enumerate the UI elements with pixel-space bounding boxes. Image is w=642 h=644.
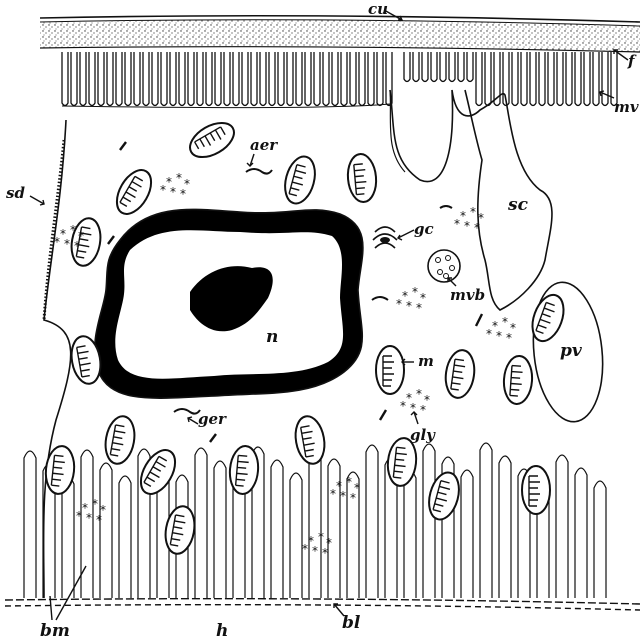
svg-text:*: * — [496, 329, 502, 343]
cuticle-layer — [40, 16, 640, 52]
svg-text:*: * — [318, 530, 324, 544]
svg-text:*: * — [412, 285, 418, 299]
svg-text:*: * — [92, 497, 98, 511]
label-bm: bm — [40, 621, 70, 641]
multivesicular-body — [428, 250, 460, 282]
label-mvb: mvb — [450, 286, 485, 304]
label-sd: sd — [6, 184, 25, 202]
golgi-complex — [373, 227, 397, 248]
svg-text:*: * — [470, 205, 476, 219]
label-f: f — [627, 52, 637, 70]
svg-text:*: * — [340, 489, 346, 503]
svg-text:*: * — [176, 171, 182, 185]
svg-text:*: * — [502, 315, 508, 329]
svg-text:*: * — [486, 327, 492, 341]
svg-text:*: * — [160, 183, 166, 197]
svg-text:*: * — [70, 223, 76, 237]
svg-text:*: * — [322, 546, 328, 560]
svg-text:*: * — [346, 475, 352, 489]
svg-text:*: * — [400, 399, 406, 413]
svg-text:*: * — [170, 185, 176, 199]
svg-text:*: * — [302, 542, 308, 556]
label-mv: mv — [614, 98, 639, 116]
label-m: m — [418, 352, 434, 370]
label-gc: gc — [414, 220, 434, 238]
svg-text:*: * — [416, 301, 422, 315]
svg-text:*: * — [330, 487, 336, 501]
svg-text:*: * — [54, 235, 60, 249]
label-sc: sc — [507, 195, 529, 215]
label-aer: aer — [250, 136, 278, 154]
svg-text:*: * — [416, 387, 422, 401]
svg-text:*: * — [180, 187, 186, 201]
svg-text:*: * — [474, 221, 480, 235]
svg-text:*: * — [464, 219, 470, 233]
nucleus — [95, 209, 363, 398]
svg-text:*: * — [74, 239, 80, 253]
label-n: n — [266, 327, 278, 347]
svg-text:*: * — [96, 513, 102, 527]
label-pv: pv — [560, 341, 583, 361]
svg-text:*: * — [406, 299, 412, 313]
label-cu: cu — [368, 0, 388, 18]
svg-text:*: * — [312, 544, 318, 558]
svg-text:*: * — [396, 297, 402, 311]
basal-lamina — [5, 599, 640, 610]
svg-text:*: * — [64, 237, 70, 251]
svg-text:*: * — [420, 403, 426, 417]
label-gly: gly — [410, 426, 436, 444]
svg-text:*: * — [86, 511, 92, 525]
microvilli — [62, 52, 617, 108]
svg-text:*: * — [454, 217, 460, 231]
svg-text:*: * — [350, 491, 356, 505]
svg-text:*: * — [506, 331, 512, 345]
svg-text:*: * — [76, 509, 82, 523]
label-bl: bl — [342, 613, 361, 633]
label-h: h — [216, 621, 228, 641]
basal-folds — [24, 443, 606, 598]
lateral-membrane — [44, 120, 71, 598]
label-ger: ger — [198, 410, 227, 428]
